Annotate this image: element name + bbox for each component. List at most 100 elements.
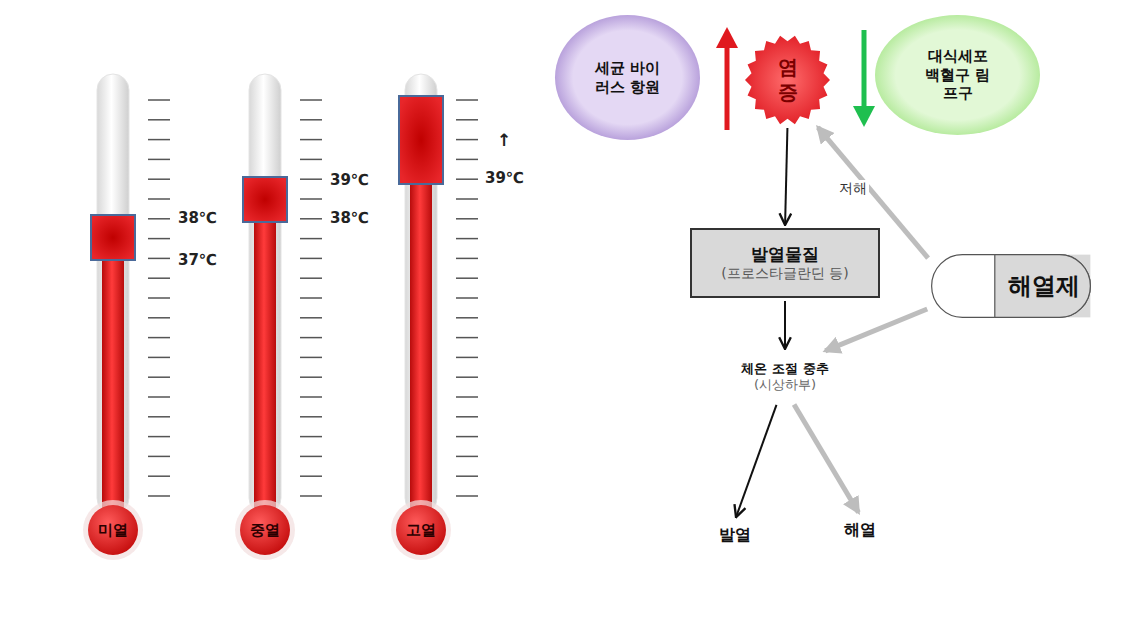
tick-mark [148,139,170,141]
node-subtext: (프로스타글란딘 등) [721,265,848,283]
tick-mark [456,357,478,359]
tick-mark [300,159,322,161]
tick-mark [456,317,478,319]
burst-fill [745,36,830,125]
bulb-glow [235,500,295,560]
bulb-glow [83,500,143,560]
tick-mark [148,376,170,378]
tick-mark [456,99,478,101]
tick-mark [300,218,322,220]
flow-arrow [785,128,787,225]
tick-mark [300,376,322,378]
tick-mark [148,238,170,240]
tick-mark [456,456,478,458]
tick-mark [148,99,170,101]
tick-mark [148,396,170,398]
tick-mark [300,297,322,299]
tick-mark [148,218,170,220]
thermometers [83,74,478,560]
tick-mark [148,119,170,121]
tick-mark [300,456,322,458]
fever-level: 중열 [250,521,280,540]
rise-arrow: ↑ [497,130,511,150]
node-text: 해열 [844,520,876,540]
tick-mark [456,277,478,279]
red-arrow-head [716,27,738,48]
tick-mark [456,495,478,497]
tick-mark [456,178,478,180]
tick-mark [300,258,322,260]
tick-mark [148,357,170,359]
thermoregulation-center: 체온 조절 중추(시상하부) [710,352,860,402]
bulb [88,505,138,555]
tick-mark [456,436,478,438]
thermometer [235,74,322,560]
fever-level: 고열 [406,521,436,540]
inhibition-arrow [825,309,927,351]
tick-mark [300,277,322,279]
range-marker [243,177,287,222]
tick-mark [456,119,478,121]
tick-mark [456,159,478,161]
tick-mark [300,198,322,200]
mercury-column [410,184,432,520]
fever-result: 발열 [705,520,765,550]
mercury-column [102,260,124,520]
node-text: 발열 [719,525,751,545]
temperature-mark: 39℃ [330,171,369,189]
tick-mark [456,416,478,418]
tick-mark [456,238,478,240]
thermometer [391,74,478,560]
antipyretic-capsule: 해열제 [930,254,1092,318]
tick-mark [300,119,322,121]
capsule-outline [932,255,1091,318]
tick-mark [300,396,322,398]
capsule-right-cap [995,255,1091,318]
tick-mark [148,277,170,279]
decrease-arrow [853,30,875,127]
tick-mark [148,436,170,438]
node-text: 대식세포 백혈구 림프구 [920,47,996,103]
fever-level: 미열 [98,521,128,540]
capsule-right-half [995,255,1091,318]
tick-mark [148,475,170,477]
range-marker [91,215,135,260]
edge-label: 저해 [837,180,869,198]
tick-mark [148,495,170,497]
tick-mark [456,297,478,299]
tick-mark [300,475,322,477]
thermometer [83,74,170,560]
temperature-mark: 38℃ [178,209,217,227]
tick-mark [300,357,322,359]
node-text: 해열제 [1008,271,1080,301]
ellipse-fill [555,15,700,140]
cause-ellipse: 세균 바이러스 항원 [555,15,700,140]
node-text: 세균 바이러스 항원 [592,59,664,97]
increase-arrow [716,27,738,130]
tick-mark [456,396,478,398]
tick-mark [300,416,322,418]
tick-mark [456,218,478,220]
range-marker [399,96,443,184]
inflammation-burst: 염 증 [745,35,830,125]
tick-mark [456,258,478,260]
tick-mark [456,139,478,141]
defense-ellipse: 대식세포 백혈구 림프구 [875,15,1040,135]
node-subtext: (시상하부) [754,377,816,393]
tick-mark [300,99,322,101]
bulb-glow [391,500,451,560]
tick-mark [148,198,170,200]
mercury-column [254,222,276,520]
tick-mark [148,456,170,458]
tick-mark [300,139,322,141]
temperature-mark: 37℃ [178,251,217,269]
tick-mark [148,178,170,180]
tick-mark [148,337,170,339]
green-arrow-shaft [862,30,867,108]
node-text: 염 증 [775,55,801,105]
red-arrow-shaft [725,46,730,130]
tick-mark [300,337,322,339]
tick-mark [300,178,322,180]
tick-mark [148,317,170,319]
